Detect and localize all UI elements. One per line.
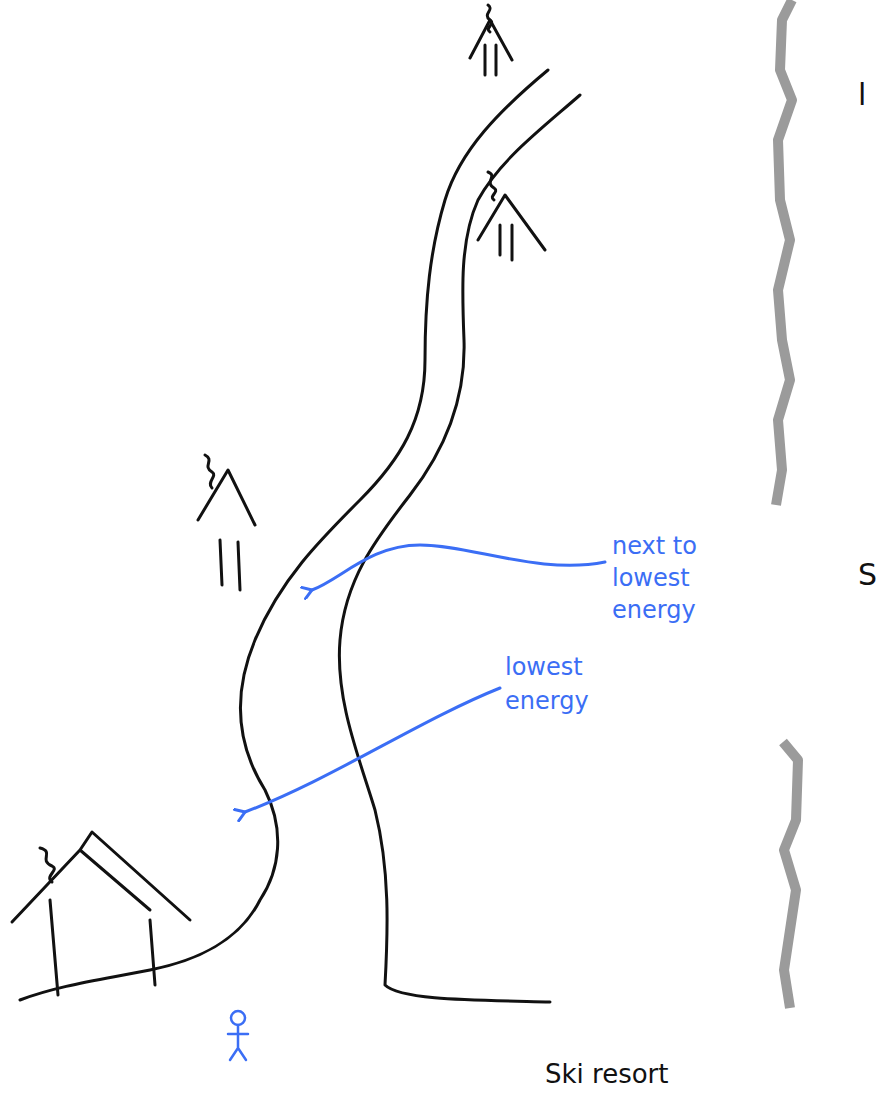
lodge-icon	[478, 172, 545, 260]
resort-caption: Ski resort	[545, 1058, 669, 1090]
callout-note: lowest energy	[505, 650, 605, 718]
divider-bar	[783, 742, 798, 1008]
person-figure	[228, 1011, 248, 1060]
slope-edge	[20, 70, 548, 1000]
divider-bar	[776, 0, 792, 505]
callout-arrow	[312, 545, 605, 590]
lodge-icon	[470, 5, 512, 75]
cut-off-letter: l	[858, 78, 866, 112]
callout-arrow	[245, 688, 500, 812]
cut-off-letter: S	[858, 558, 877, 592]
lodge-icon	[12, 832, 190, 995]
lodge-icon	[198, 455, 255, 590]
callout-note: next to lowest energy	[612, 530, 730, 626]
